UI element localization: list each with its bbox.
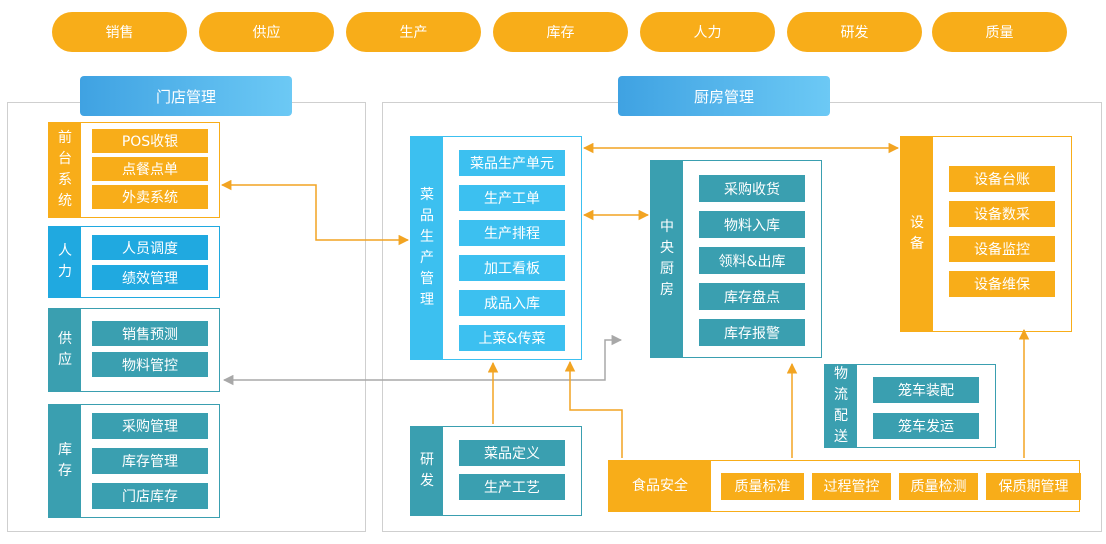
group-front-system: 前台系统 POS收银 点餐点单 外卖系统 [48, 122, 220, 218]
group-label: 库存 [49, 405, 81, 517]
item-shelf-life[interactable]: 保质期管理 [986, 472, 1081, 500]
item-performance[interactable]: 绩效管理 [92, 265, 208, 290]
group-label: 供应 [49, 309, 81, 391]
group-hr: 人力 人员调度 绩效管理 [48, 226, 220, 298]
item-sales-forecast[interactable]: 销售预测 [92, 321, 208, 346]
nav-pill-hr[interactable]: 人力 [640, 12, 775, 52]
nav-pill-sales[interactable]: 销售 [52, 12, 187, 52]
group-dish-production: 菜品生产管理 菜品生产单元 生产工单 生产排程 加工看板 成品入库 上菜&传菜 [410, 136, 582, 360]
item-kanban[interactable]: 加工看板 [459, 255, 565, 281]
nav-pill-inventory[interactable]: 库存 [493, 12, 628, 52]
group-logistics: 物流配送 笼车装配 笼车发运 [824, 364, 996, 448]
group-label: 食品安全 [609, 461, 711, 511]
group-label: 菜品生产管理 [411, 137, 443, 359]
item-equipment-maintenance[interactable]: 设备维保 [949, 271, 1055, 297]
group-label: 前台系统 [49, 123, 81, 217]
item-takeout[interactable]: 外卖系统 [92, 185, 208, 209]
store-panel-title: 门店管理 [80, 76, 292, 116]
item-process-control[interactable]: 过程管控 [812, 472, 891, 500]
link-front-production [220, 179, 410, 246]
item-production-unit[interactable]: 菜品生产单元 [459, 150, 565, 176]
nav-pill-quality[interactable]: 质量 [932, 12, 1067, 52]
item-material-control[interactable]: 物料管控 [92, 352, 208, 377]
item-work-order[interactable]: 生产工单 [459, 185, 565, 211]
item-stocktake[interactable]: 库存盘点 [699, 283, 805, 310]
group-label: 中央厨房 [651, 161, 683, 357]
nav-pill-rnd[interactable]: 研发 [787, 12, 922, 52]
group-equipment: 设备 设备台账 设备数采 设备监控 设备维保 [900, 136, 1072, 332]
item-serving[interactable]: 上菜&传菜 [459, 325, 565, 351]
item-stock-management[interactable]: 库存管理 [92, 448, 208, 474]
nav-pill-production[interactable]: 生产 [346, 12, 481, 52]
item-finished-goods[interactable]: 成品入库 [459, 290, 565, 316]
item-receiving[interactable]: 采购收货 [699, 175, 805, 202]
group-central-kitchen: 中央厨房 采购收货 物料入库 领料&出库 库存盘点 库存报警 [650, 160, 822, 358]
item-process[interactable]: 生产工艺 [459, 474, 565, 500]
item-equipment-ledger[interactable]: 设备台账 [949, 166, 1055, 192]
link-central-supply [222, 334, 623, 386]
item-scheduling[interactable]: 生产排程 [459, 220, 565, 246]
item-quality-inspection[interactable]: 质量检测 [899, 472, 978, 500]
group-supply: 供应 销售预测 物料管控 [48, 308, 220, 392]
item-quality-standard[interactable]: 质量标准 [721, 472, 804, 500]
item-equipment-data[interactable]: 设备数采 [949, 201, 1055, 227]
link-safety-production [564, 360, 623, 458]
kitchen-panel-title: 厨房管理 [618, 76, 830, 116]
group-inventory: 库存 采购管理 库存管理 门店库存 [48, 404, 220, 518]
item-purchase-management[interactable]: 采购管理 [92, 413, 208, 439]
item-stock-alarm[interactable]: 库存报警 [699, 319, 805, 346]
item-material-out[interactable]: 领料&出库 [699, 247, 805, 274]
item-material-in[interactable]: 物料入库 [699, 211, 805, 238]
item-dish-definition[interactable]: 菜品定义 [459, 440, 565, 466]
group-label: 研发 [411, 427, 443, 515]
item-equipment-monitor[interactable]: 设备监控 [949, 236, 1055, 262]
item-store-stock[interactable]: 门店库存 [92, 483, 208, 509]
item-pos[interactable]: POS收银 [92, 129, 208, 153]
group-food-safety: 食品安全 质量标准 过程管控 质量检测 保质期管理 [608, 460, 1081, 512]
group-label: 人力 [49, 227, 81, 297]
nav-pill-supply[interactable]: 供应 [199, 12, 334, 52]
group-label: 设备 [901, 137, 933, 331]
item-staff-scheduling[interactable]: 人员调度 [92, 235, 208, 260]
item-ordering[interactable]: 点餐点单 [92, 157, 208, 181]
group-rnd: 研发 菜品定义 生产工艺 [410, 426, 582, 516]
group-label: 物流配送 [825, 365, 857, 447]
item-cart-dispatch[interactable]: 笼车发运 [873, 413, 979, 439]
item-cart-assembly[interactable]: 笼车装配 [873, 377, 979, 403]
